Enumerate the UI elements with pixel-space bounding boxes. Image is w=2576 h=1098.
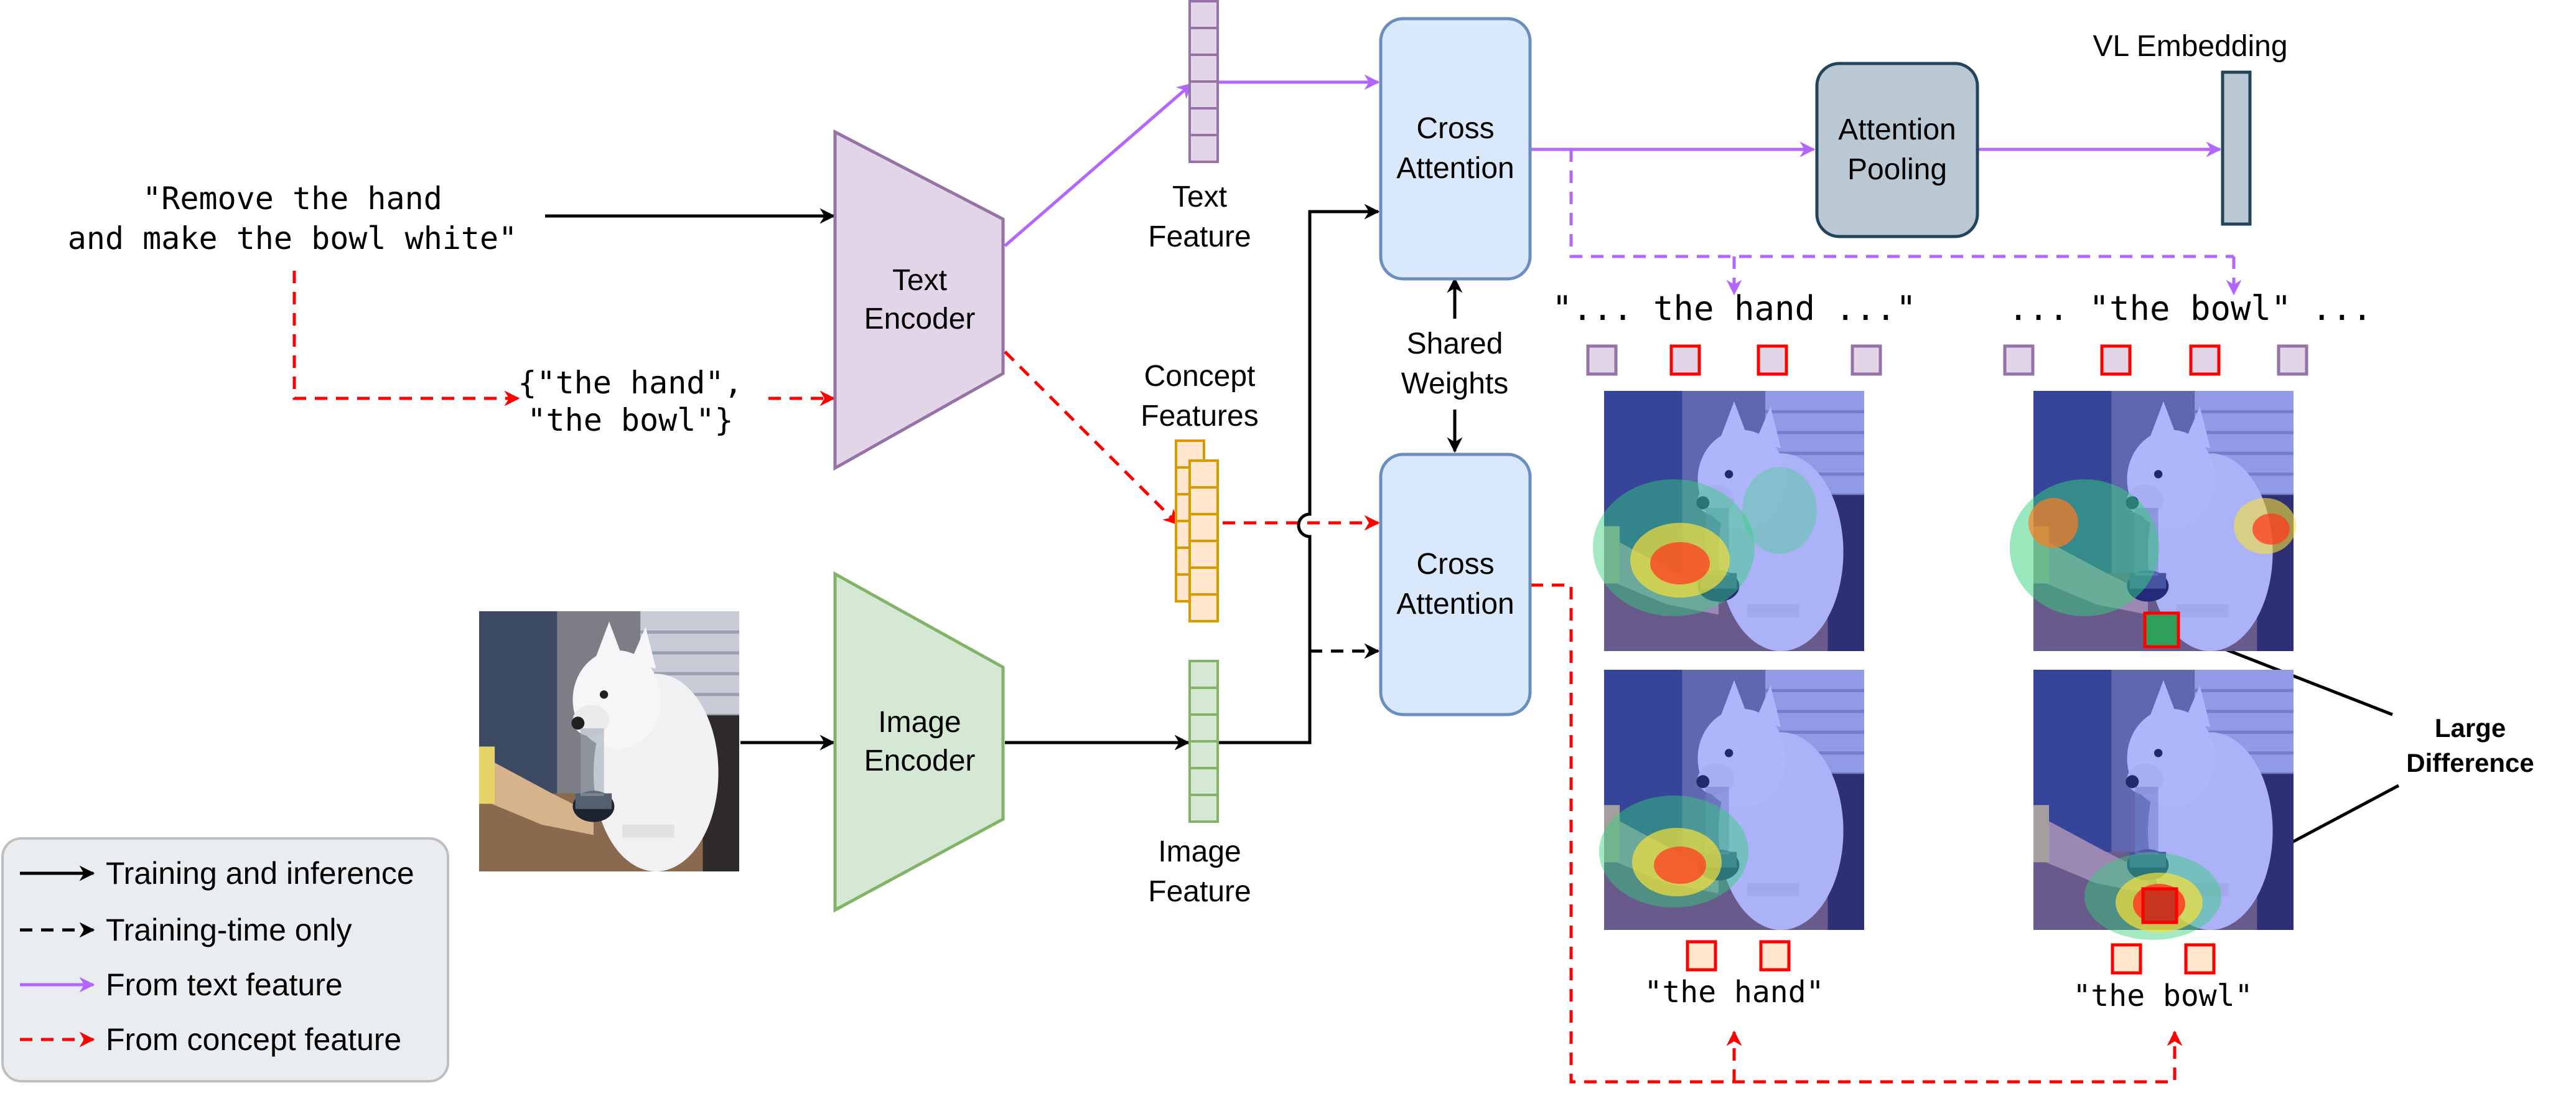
prompt-line-2: and make the bowl white" [68,220,517,256]
arrow-image-feature-to-cross-attention-top [1216,204,1380,744]
text-encoder-label-1: Text [892,264,947,297]
legend-from-text: From text feature [106,967,343,1002]
text-encoder-label-2: Encoder [864,303,976,336]
text-feature-vector [1188,0,1219,163]
cross-attention-top-label-1: Cross [1416,112,1494,145]
arrow-concept-map-branch [1531,583,2183,1084]
attention-map-top-left [1593,391,1864,651]
large-difference-label-2: Difference [2406,748,2534,777]
cross-attention-bottom: Cross Attention [1379,453,1532,716]
legend: Training and inference Training-time onl… [1,837,449,1082]
text-feature-label-1: Text [1172,181,1227,214]
attention-pooling-label-2: Pooling [1847,153,1947,186]
token-squares-right [2003,344,2308,376]
concept-features-vector [1175,439,1219,622]
vl-embedding-vector [2221,70,2252,226]
cross-attention-bottom-label-2: Attention [1396,588,1514,621]
attention-pooling-label-1: Attention [1838,113,1956,146]
input-image [479,611,739,871]
concept-squares-right [2111,943,2216,975]
legend-training-only: Training-time only [106,913,352,947]
image-encoder-label-1: Image [878,706,961,739]
legend-training-inference: Training and inference [106,856,414,891]
token-strip-left-text: "... the hand ..." [1552,289,1916,328]
attention-map-bottom-left [1599,670,1864,930]
token-squares-left [1586,344,1882,376]
shared-weights-label-2: Weights [1401,367,1509,400]
shared-weights-label-1: Shared [1407,327,1503,360]
image-feature-label-2: Feature [1148,875,1251,908]
cross-attention-top: Cross Attention [1379,17,1532,281]
image-feature-label-1: Image [1158,835,1241,868]
token-strip-right-text: ... "the bowl" ... [2008,289,2372,328]
concept-features-label-2: Features [1141,400,1258,433]
vl-embedding-label: VL Embedding [2093,30,2287,63]
prompt-line-1: "Remove the hand [142,181,442,217]
attention-map-bottom-right [2033,670,2294,940]
arrow-encoder-to-text-feature [1004,83,1193,247]
concept-squares-left [1686,940,1791,972]
image-encoder: Image Encoder [833,571,1005,913]
cross-attention-bottom-label-1: Cross [1416,548,1494,581]
concepts-line-1: {"the hand", [518,365,742,401]
text-encoder: Text Encoder [833,129,1005,471]
cross-attention-top-label-2: Attention [1396,152,1514,185]
attention-map-top-right [2010,391,2296,651]
image-feature-vector [1188,660,1219,823]
concept-features-label-1: Concept [1144,360,1256,393]
attention-pooling: Attention Pooling [1815,62,1979,238]
large-difference-label-1: Large [2435,713,2506,743]
concept-label-left: "the hand" [1645,975,1824,1010]
image-encoder-label-2: Encoder [864,744,976,777]
legend-from-concept: From concept feature [106,1022,401,1057]
arrow-prompt-to-concepts [292,271,520,406]
concepts-line-2: "the bowl"} [527,402,733,438]
arrow-attention-map-branch [1569,149,2234,258]
concept-label-right: "the bowl" [2073,978,2253,1013]
text-feature-label-2: Feature [1148,220,1251,253]
